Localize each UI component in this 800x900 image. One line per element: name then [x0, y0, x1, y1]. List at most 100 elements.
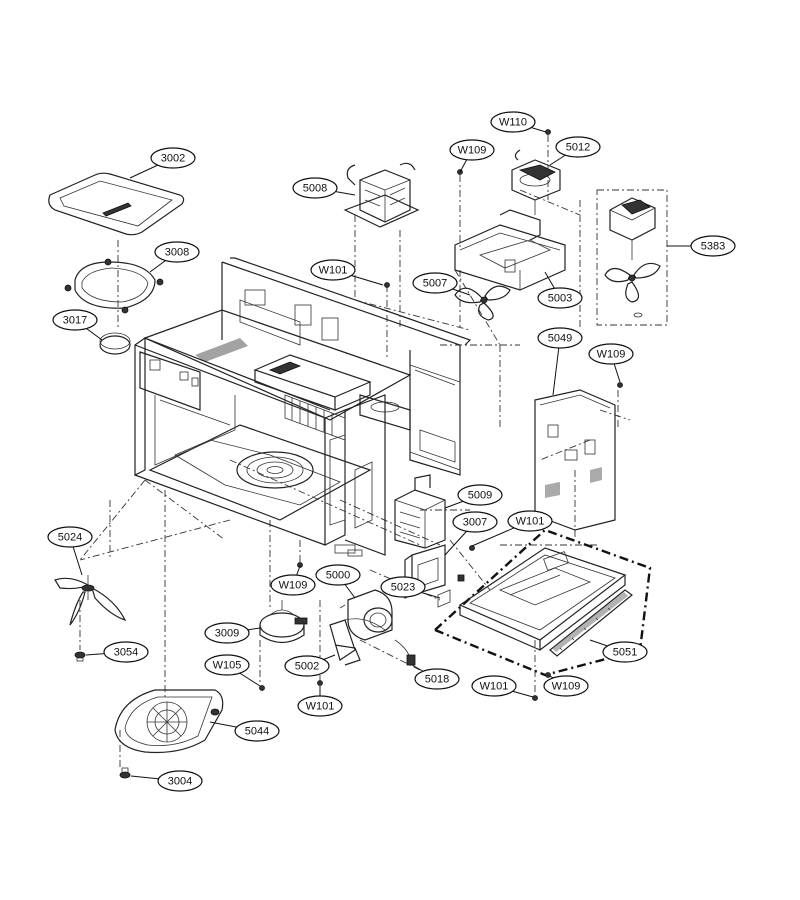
callout-3009: 3009 — [204, 622, 261, 644]
callout-part-number: 5049 — [548, 333, 572, 345]
callout-part-number: 3017 — [63, 315, 87, 327]
callout-bubble — [204, 654, 250, 676]
callout-bubble — [507, 510, 553, 532]
callout-bubble — [457, 484, 503, 506]
callout-bubble — [154, 241, 200, 263]
callout-part-number: 5383 — [701, 241, 725, 253]
motor-bracket-5003 — [454, 209, 566, 291]
callout-part-number: 5003 — [548, 293, 572, 305]
callout-part-number: 3009 — [215, 628, 239, 640]
oven-cavity — [134, 257, 472, 557]
callout-bubble — [543, 675, 589, 697]
callout-part-number: 5008 — [303, 183, 327, 195]
fan-assembly-5383 — [596, 189, 668, 326]
callout-bubble — [380, 576, 426, 598]
callout-part-number: 5009 — [468, 490, 492, 502]
callout-3054: 3054 — [85, 641, 149, 663]
magnetron-5009 — [394, 474, 446, 549]
callout-bubble — [157, 770, 203, 792]
roller-ring-3008 — [64, 258, 164, 314]
callout-5000: 5000 — [315, 564, 361, 599]
callout-part-number: W101 — [319, 265, 348, 277]
callout-3004: 3004 — [130, 770, 203, 792]
callout-3017: 3017 — [52, 309, 103, 341]
fuse-5018 — [394, 639, 416, 666]
callout-part-number: 3007 — [463, 517, 487, 529]
callout-3008: 3008 — [149, 241, 200, 273]
callout-bubble — [310, 259, 356, 281]
callout-5003: 5003 — [537, 271, 583, 309]
callout-w109: W109 — [449, 139, 495, 173]
callout-part-number: W101 — [306, 701, 335, 713]
callout-bubble — [150, 147, 196, 169]
screw-3004 — [119, 767, 131, 779]
callout-bubble — [602, 641, 648, 663]
callout-3002: 3002 — [129, 147, 196, 179]
callout-bubble — [537, 327, 583, 349]
callout-part-number: 5044 — [245, 726, 269, 738]
callout-part-number: 3008 — [165, 247, 189, 259]
turntable-motor-3009 — [259, 600, 308, 644]
callout-w109: W109 — [588, 343, 634, 383]
glass-tray-3002 — [48, 172, 185, 236]
callout-part-number: W109 — [458, 145, 487, 157]
callout-part-number: W105 — [213, 660, 242, 672]
callout-bubble — [537, 287, 583, 309]
callout-5009: 5009 — [444, 484, 503, 509]
callout-part-number: 5023 — [391, 582, 415, 594]
callout-5008: 5008 — [292, 177, 356, 199]
callout-part-number: 5018 — [425, 674, 449, 686]
callout-part-number: 5007 — [423, 278, 447, 290]
callout-part-number: 3002 — [161, 153, 185, 165]
callout-bubble — [270, 574, 316, 596]
callout-bubble — [103, 641, 149, 663]
callout-bubble — [452, 511, 498, 533]
bracket-5023 — [437, 574, 465, 608]
callout-w110: W110 — [490, 111, 547, 133]
diode-5002 — [329, 618, 386, 666]
callout-part-number: 5000 — [326, 570, 350, 582]
callout-5002: 5002 — [284, 654, 336, 677]
fan-motor-5012 — [511, 149, 561, 215]
callout-w105: W105 — [204, 654, 261, 687]
capacitor-5000 — [339, 589, 393, 641]
callout-bubble — [490, 111, 536, 133]
callout-5023: 5023 — [380, 576, 441, 599]
callout-5044: 5044 — [209, 720, 280, 742]
callout-w101: W101 — [297, 686, 343, 717]
callout-5051: 5051 — [589, 639, 648, 663]
callout-bubble — [449, 139, 495, 161]
callout-bubble — [555, 136, 601, 158]
callout-bubble — [414, 668, 460, 690]
callout-bubble — [690, 235, 736, 257]
callout-bubble — [412, 272, 458, 294]
screw-3054 — [74, 651, 86, 662]
callout-part-number: W109 — [552, 681, 581, 693]
callout-part-number: W110 — [499, 117, 527, 129]
callout-part-number: 5002 — [295, 661, 319, 673]
assembly-guide-lines — [79, 135, 631, 770]
callout-w109: W109 — [270, 565, 316, 596]
fan-blade-5007 — [454, 285, 511, 321]
callout-part-number: 5051 — [613, 647, 637, 659]
transformer-5008 — [343, 162, 420, 228]
callout-3007: 3007 — [444, 511, 498, 556]
callout-part-number: W109 — [597, 349, 626, 361]
bottom-cover-5044 — [114, 689, 224, 754]
callout-bubble — [47, 526, 93, 548]
callout-bubble — [588, 343, 634, 365]
callout-5383: 5383 — [667, 235, 736, 257]
callout-bubble — [284, 655, 330, 677]
callout-5007: 5007 — [412, 272, 471, 296]
callout-part-number: W109 — [279, 580, 308, 592]
callout-bubble — [471, 675, 517, 697]
callout-part-number: 5024 — [58, 532, 82, 544]
callout-part-number: W101 — [516, 516, 545, 528]
screws — [259, 129, 623, 701]
callout-part-number: W101 — [480, 681, 509, 693]
callout-5012: 5012 — [549, 136, 601, 166]
coupler-3017 — [99, 332, 131, 355]
